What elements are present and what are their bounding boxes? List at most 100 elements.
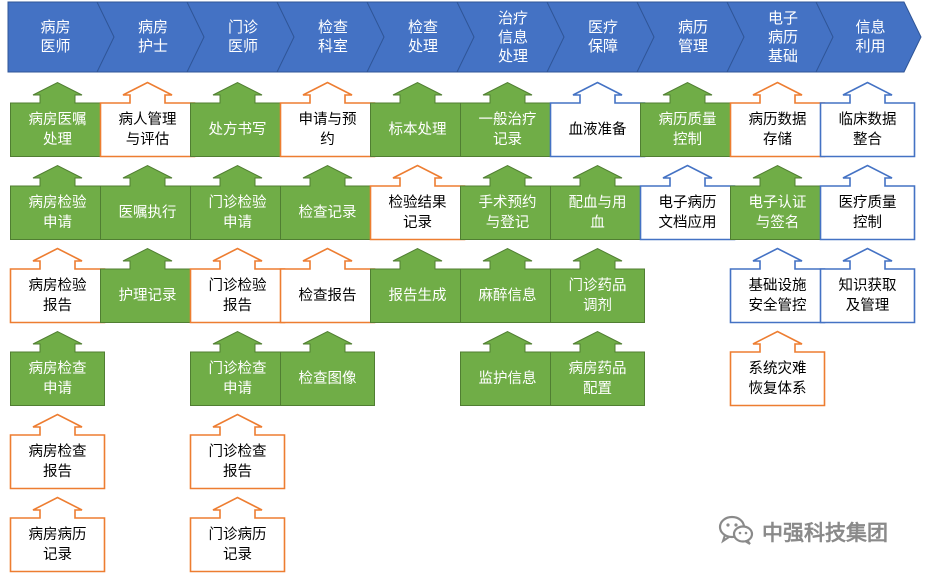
process-node: 病房医嘱 处理 — [10, 81, 105, 157]
process-node-label: 病房检验 报告 — [28, 278, 87, 314]
process-node-label: 处方书写 — [208, 122, 267, 138]
up-arrow-icon — [190, 81, 285, 157]
up-arrow-icon — [10, 330, 105, 406]
up-arrow-icon — [9, 496, 106, 573]
process-node: 病人管理 与评估 — [99, 81, 196, 158]
up-arrow-icon — [370, 81, 465, 157]
chevron-label-2: 病房 护士 — [137, 18, 168, 55]
process-node-label: 配血与用 血 — [568, 195, 627, 231]
up-arrow-icon — [280, 330, 375, 406]
chevron-label-3: 门诊 医师 — [227, 18, 258, 55]
chevron-label-5: 检查 处理 — [407, 18, 438, 55]
process-node: 护理记录 — [100, 247, 195, 323]
process-node-label: 病房检查 报告 — [28, 444, 87, 480]
up-arrow-icon — [640, 81, 735, 157]
process-node: 门诊检验 申请 — [190, 164, 285, 240]
up-arrow-icon — [100, 247, 195, 323]
process-node-label: 检查记录 — [298, 205, 357, 221]
process-node-label: 病房检查 申请 — [28, 361, 87, 397]
process-node: 配血与用 血 — [550, 164, 645, 240]
up-arrow-icon — [729, 247, 826, 324]
process-node: 标本处理 — [370, 81, 465, 157]
up-arrow-icon — [10, 81, 105, 157]
process-node-label: 手术预约 与登记 — [478, 195, 537, 231]
process-node-label: 一般治疗 记录 — [478, 112, 537, 148]
up-arrow-icon — [10, 164, 105, 240]
up-arrow-icon — [460, 164, 555, 240]
up-arrow-icon — [279, 81, 376, 158]
up-arrow-icon — [100, 164, 195, 240]
process-node: 病历质量 控制 — [640, 81, 735, 157]
process-node: 病历数据 存储 — [729, 81, 826, 158]
up-arrow-icon — [819, 247, 916, 324]
process-node: 一般治疗 记录 — [460, 81, 555, 157]
up-arrow-icon — [370, 247, 465, 323]
process-node: 医疗质量 控制 — [819, 164, 916, 241]
up-arrow-icon — [280, 164, 375, 240]
process-node-label: 系统灾难 恢复体系 — [748, 361, 807, 397]
up-arrow-icon — [639, 164, 736, 241]
process-node-label: 病房药品 配置 — [568, 361, 627, 397]
process-node: 检查报告 — [279, 247, 376, 324]
up-arrow-icon — [819, 164, 916, 241]
chevron-label-4: 检查 科室 — [317, 18, 348, 55]
up-arrow-icon — [729, 81, 826, 158]
wechat-icon — [718, 515, 754, 550]
process-node-label: 门诊病历 记录 — [208, 527, 267, 563]
process-node-label: 病房检验 申请 — [28, 195, 87, 231]
process-node: 临床数据 整合 — [819, 81, 916, 158]
process-node: 检查记录 — [280, 164, 375, 240]
process-node: 检验结果 记录 — [369, 164, 466, 241]
up-arrow-icon — [9, 413, 106, 490]
up-arrow-icon — [549, 81, 646, 158]
process-node: 基础设施 安全管控 — [729, 247, 826, 324]
process-node-label: 电子认证 与签名 — [748, 195, 807, 231]
chevron-label-9: 电子 病历 基础 — [767, 8, 798, 65]
process-node: 病房检查 报告 — [9, 413, 106, 490]
process-node-label: 申请与预 约 — [298, 112, 357, 148]
watermark-text: 中强科技集团 — [762, 521, 888, 545]
process-node-label: 电子病历 文档应用 — [658, 195, 717, 231]
process-node-label: 病历质量 控制 — [658, 112, 717, 148]
process-node-label: 监护信息 — [478, 371, 537, 387]
up-arrow-icon — [460, 247, 555, 323]
process-node-label: 检查报告 — [298, 288, 357, 304]
up-arrow-icon — [550, 247, 645, 323]
process-node-label: 门诊检查 报告 — [208, 444, 267, 480]
process-node-label: 病房病历 记录 — [28, 527, 87, 563]
process-node: 病房检验 报告 — [9, 247, 106, 324]
chevron-label-7: 医疗 保障 — [587, 18, 618, 55]
process-node: 麻醉信息 — [460, 247, 555, 323]
process-node-label: 病房医嘱 处理 — [28, 112, 87, 148]
up-arrow-icon — [99, 81, 196, 158]
up-arrow-icon — [189, 496, 286, 573]
chevron-label-8: 病历 管理 — [677, 18, 708, 55]
process-node: 门诊检验 报告 — [189, 247, 286, 324]
up-arrow-icon — [730, 164, 825, 240]
process-node-label: 临床数据 整合 — [838, 112, 897, 148]
process-node-label: 病人管理 与评估 — [118, 112, 177, 148]
process-node-label: 病历数据 存储 — [748, 112, 807, 148]
process-node-label: 门诊检验 申请 — [208, 195, 267, 231]
process-node-label: 检验结果 记录 — [388, 195, 447, 231]
process-node-label: 医嘱执行 — [118, 205, 177, 221]
up-arrow-icon — [369, 164, 466, 241]
process-node: 医嘱执行 — [100, 164, 195, 240]
process-node: 申请与预 约 — [279, 81, 376, 158]
process-node-label: 门诊药品 调剂 — [568, 278, 627, 314]
process-node: 电子病历 文档应用 — [639, 164, 736, 241]
chevron-10 — [815, 1, 922, 73]
process-node-label: 标本处理 — [388, 122, 447, 138]
process-node: 报告生成 — [370, 247, 465, 323]
chevron-label-6: 治疗 信息 处理 — [497, 8, 528, 65]
process-node: 监护信息 — [460, 330, 555, 406]
up-arrow-icon — [819, 81, 916, 158]
process-node: 门诊病历 记录 — [189, 496, 286, 573]
process-node: 检查图像 — [280, 330, 375, 406]
process-node: 处方书写 — [190, 81, 285, 157]
up-arrow-icon — [190, 164, 285, 240]
process-node: 血液准备 — [549, 81, 646, 158]
process-node: 门诊检查 报告 — [189, 413, 286, 490]
chevron-label-1: 病房 医师 — [40, 18, 71, 55]
process-node: 手术预约 与登记 — [460, 164, 555, 240]
